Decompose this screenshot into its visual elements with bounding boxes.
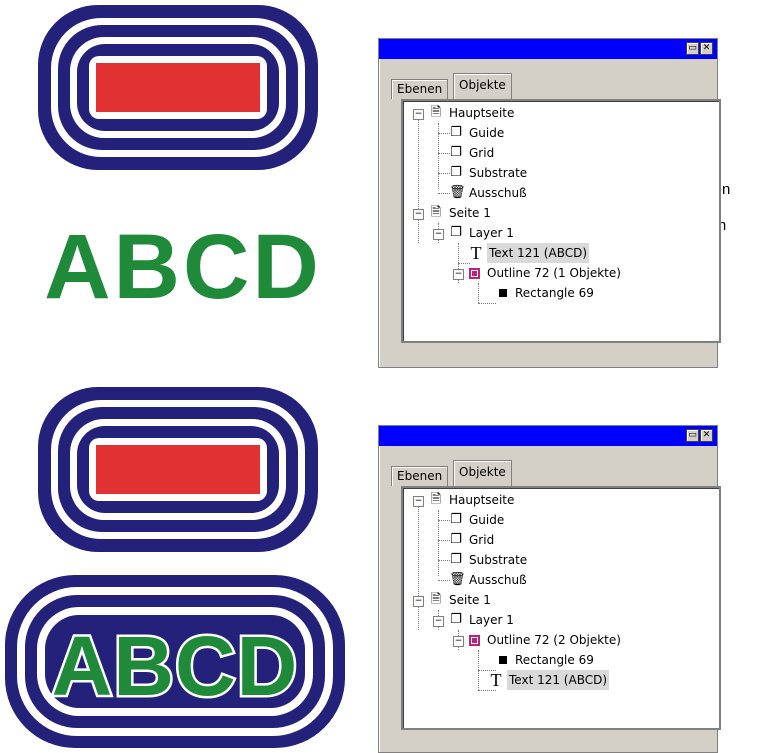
layer-icon: ❐ xyxy=(450,612,462,627)
close-icon[interactable]: ✕ xyxy=(700,42,713,55)
tree-item-label: Ausschuß xyxy=(469,573,527,587)
text-tool-icon: T xyxy=(470,243,482,263)
tree-item-grid[interactable]: ❐ Grid xyxy=(449,530,496,550)
tree-item-outline-72[interactable]: Outline 72 (2 Objekte) xyxy=(469,630,623,650)
collapse-icon[interactable]: − xyxy=(433,616,444,627)
tree-item-label: Seite 1 xyxy=(449,206,491,220)
outline-group-icon xyxy=(469,267,480,279)
layer-icon: ❐ xyxy=(450,145,462,160)
tree-item-hauptseite[interactable]: 🗎 Hauptseite xyxy=(429,490,516,510)
outline-group-icon xyxy=(469,634,480,646)
collapse-icon[interactable]: − xyxy=(453,636,464,647)
rectangle-icon xyxy=(499,289,507,297)
tab-ebenen[interactable]: Ebenen xyxy=(391,79,449,99)
tab-objekte[interactable]: Objekte xyxy=(453,460,512,487)
tree-item-label: Guide xyxy=(469,513,505,527)
rectangle-icon xyxy=(499,656,507,664)
tree-item-guide[interactable]: ❐ Guide xyxy=(449,510,506,530)
page-icon: 🗎 xyxy=(430,205,442,220)
tree-item-label: Rectangle 69 xyxy=(515,653,594,667)
tree-item-substrate[interactable]: ❐ Substrate xyxy=(449,163,529,183)
panel-titlebar[interactable]: ▭ ✕ xyxy=(379,39,717,59)
collapse-icon[interactable]: − xyxy=(453,269,464,280)
tree-item-label: Text 121 (ABCD) xyxy=(507,670,610,690)
tree-item-seite-1[interactable]: 🗎 Seite 1 xyxy=(429,590,493,610)
tree-item-outline-72[interactable]: Outline 72 (1 Objekte) xyxy=(469,263,623,283)
tree-item-label: Seite 1 xyxy=(449,593,491,607)
tree-item-substrate[interactable]: ❐ Substrate xyxy=(449,550,529,570)
trash-icon: 🗑 xyxy=(449,185,466,200)
collapse-icon[interactable]: − xyxy=(413,109,424,120)
page-icon: 🗎 xyxy=(430,592,442,607)
collapse-icon[interactable]: − xyxy=(433,229,444,240)
layer-icon: ❐ xyxy=(450,165,462,180)
tree-item-label: Ausschuß xyxy=(469,186,527,200)
tree-item-label: Text 121 (ABCD) xyxy=(487,243,590,263)
trash-icon: 🗑 xyxy=(449,572,466,587)
collapse-icon[interactable]: − xyxy=(413,496,424,507)
tree-item-label: Layer 1 xyxy=(469,613,514,627)
maximize-icon[interactable]: ▭ xyxy=(686,42,699,55)
text-tool-icon: T xyxy=(490,670,502,690)
tree-item-rectangle-69[interactable]: Rectangle 69 xyxy=(499,650,596,670)
tree-item-layer-1[interactable]: ❐ Layer 1 xyxy=(449,610,516,630)
object-tree: − 🗎 Hauptseite ❐ Guide ❐ Grid ❐ Substrate 🗑A… xyxy=(401,486,721,730)
abcd-text-top: ABCD xyxy=(44,216,322,318)
tree-item-grid[interactable]: ❐ Grid xyxy=(449,143,496,163)
tree-item-label: Grid xyxy=(469,533,495,547)
tree-item-label: Substrate xyxy=(469,166,528,180)
tree-item-rectangle-69[interactable]: Rectangle 69 xyxy=(499,283,596,303)
tree-item-label: Substrate xyxy=(469,553,528,567)
maximize-icon[interactable]: ▭ xyxy=(686,429,699,442)
close-icon[interactable]: ✕ xyxy=(700,429,713,442)
outlined-abcd-graphic: ABCD xyxy=(5,575,345,748)
outline-graphic-top xyxy=(38,5,318,170)
tree-item-hauptseite[interactable]: 🗎 Hauptseite xyxy=(429,103,516,123)
tab-objekte[interactable]: Objekte xyxy=(453,73,512,100)
tree-item-ausschuss[interactable]: 🗑Ausschuß xyxy=(449,570,529,590)
tree-item-label: Hauptseite xyxy=(449,106,515,120)
tree-item-label: Layer 1 xyxy=(469,226,514,240)
layer-icon: ❐ xyxy=(450,125,462,140)
tree-item-label: Rectangle 69 xyxy=(515,286,594,300)
tree-item-label: Hauptseite xyxy=(449,493,515,507)
tree-item-layer-1[interactable]: ❐ Layer 1 xyxy=(449,223,516,243)
layer-icon: ❐ xyxy=(450,552,462,567)
layer-icon: ❐ xyxy=(450,512,462,527)
tab-ebenen[interactable]: Ebenen xyxy=(391,466,449,486)
page-icon: 🗎 xyxy=(430,492,442,507)
outline-graphic-bottom xyxy=(38,387,318,552)
object-tree: − 🗎 Hauptseite ❐ Guide ❐ Grid ❐ Substrate 🗑A… xyxy=(401,99,721,343)
tree-item-label: Grid xyxy=(469,146,495,160)
tree-item-label: Outline 72 (2 Objekte) xyxy=(487,633,621,647)
collapse-icon[interactable]: − xyxy=(413,209,424,220)
tree-item-label: Outline 72 (1 Objekte) xyxy=(487,266,621,280)
abcd-text-bottom: ABCD xyxy=(52,619,299,713)
layer-icon: ❐ xyxy=(450,532,462,547)
objects-panel-bottom: ▭ ✕ Ebenen Objekte − 🗎 Hauptseite ❐ Guide … xyxy=(378,425,721,753)
layer-icon: ❐ xyxy=(450,225,462,240)
page-icon: 🗎 xyxy=(430,105,442,120)
tree-item-label: Guide xyxy=(469,126,505,140)
collapse-icon[interactable]: − xyxy=(413,596,424,607)
tree-item-seite-1[interactable]: 🗎 Seite 1 xyxy=(429,203,493,223)
panel-titlebar[interactable]: ▭ ✕ xyxy=(379,426,717,446)
tree-item-guide[interactable]: ❐ Guide xyxy=(449,123,506,143)
tree-item-ausschuss[interactable]: 🗑Ausschuß xyxy=(449,183,529,203)
objects-panel-top: ▭ ✕ Ebenen Objekte − 🗎 Hauptseite ❐ Guide … xyxy=(378,38,721,368)
